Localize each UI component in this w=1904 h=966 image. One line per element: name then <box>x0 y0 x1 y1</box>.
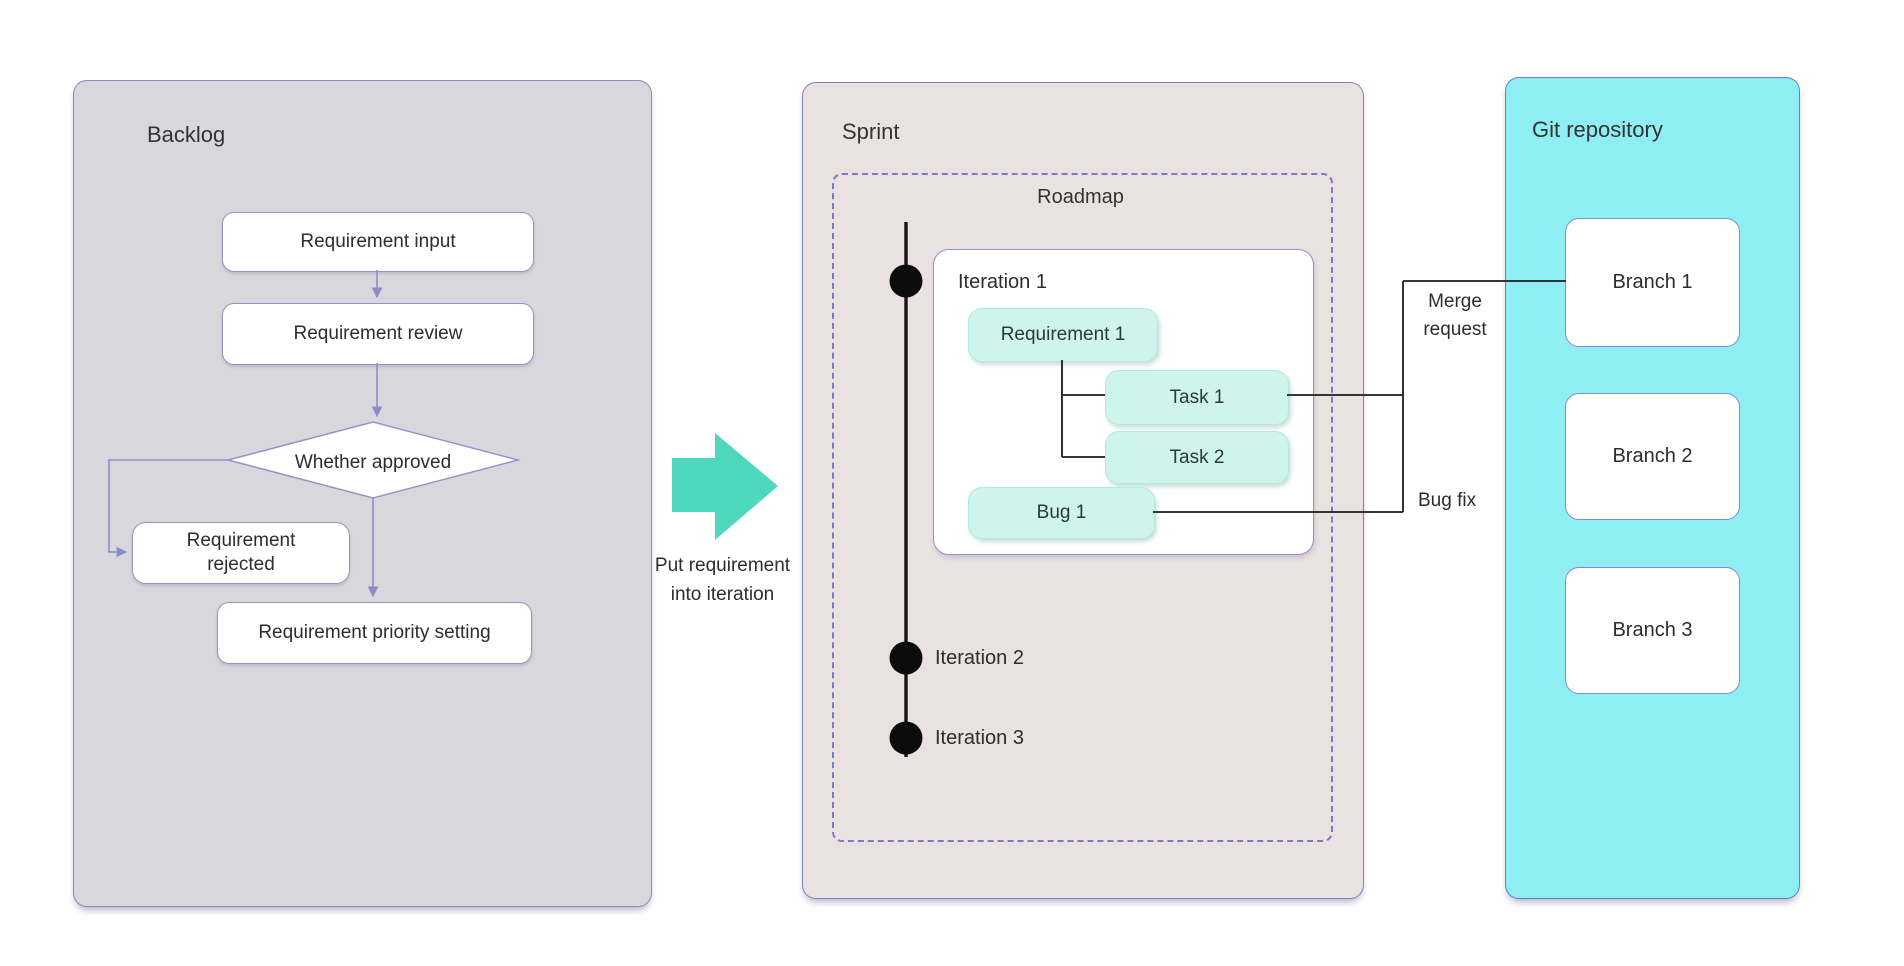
item-task-2: Task 2 <box>1105 431 1289 484</box>
decision-diamond-label: Whether approved <box>294 452 452 473</box>
branch-3-box: Branch 3 <box>1565 567 1740 694</box>
branch-3-label: Branch 3 <box>1612 619 1693 641</box>
flow-node-requirement-input-label: Requirement input <box>300 231 456 253</box>
roadmap-title: Roadmap <box>1037 186 1124 208</box>
branch-2-label: Branch 2 <box>1612 445 1693 467</box>
flow-node-requirement-review-label: Requirement review <box>293 323 463 345</box>
git-repository-title: Git repository <box>1532 117 1663 142</box>
bug-fix-caption: Bug fix <box>1418 490 1477 511</box>
branch-2-box: Branch 2 <box>1565 393 1740 520</box>
flow-node-requirement-input: Requirement input <box>222 212 534 272</box>
iteration-2-label: Iteration 2 <box>935 647 1024 669</box>
transfer-arrow-caption: Put requirement into iteration <box>654 555 791 605</box>
item-bug-1: Bug 1 <box>968 487 1155 539</box>
item-task-1-label: Task 1 <box>1169 386 1225 408</box>
sprint-title: Sprint <box>842 119 900 144</box>
flow-node-requirement-priority: Requirement priority setting <box>217 602 532 664</box>
merge-request-caption: Merge request <box>1423 291 1487 340</box>
item-bug-1-label: Bug 1 <box>1036 502 1087 523</box>
flow-node-requirement-priority-label: Requirement priority setting <box>258 622 491 644</box>
flow-node-requirement-rejected-label: Requirement rejected <box>186 530 296 575</box>
item-requirement-1: Requirement 1 <box>968 308 1158 362</box>
backlog-panel <box>73 80 652 907</box>
roadmap-container <box>832 173 1333 842</box>
item-requirement-1-label: Requirement 1 <box>1000 324 1126 345</box>
branch-1-box: Branch 1 <box>1565 218 1740 347</box>
branch-1-label: Branch 1 <box>1612 271 1693 293</box>
flow-node-requirement-rejected: Requirement rejected <box>132 522 350 584</box>
iteration-1-title: Iteration 1 <box>958 271 1047 293</box>
item-task-1: Task 1 <box>1105 370 1289 425</box>
item-task-2-label: Task 2 <box>1169 446 1225 468</box>
transfer-arrow-icon <box>672 433 778 540</box>
iteration-3-label: Iteration 3 <box>935 727 1024 749</box>
flow-node-requirement-review: Requirement review <box>222 303 534 365</box>
backlog-title: Backlog <box>147 122 226 147</box>
